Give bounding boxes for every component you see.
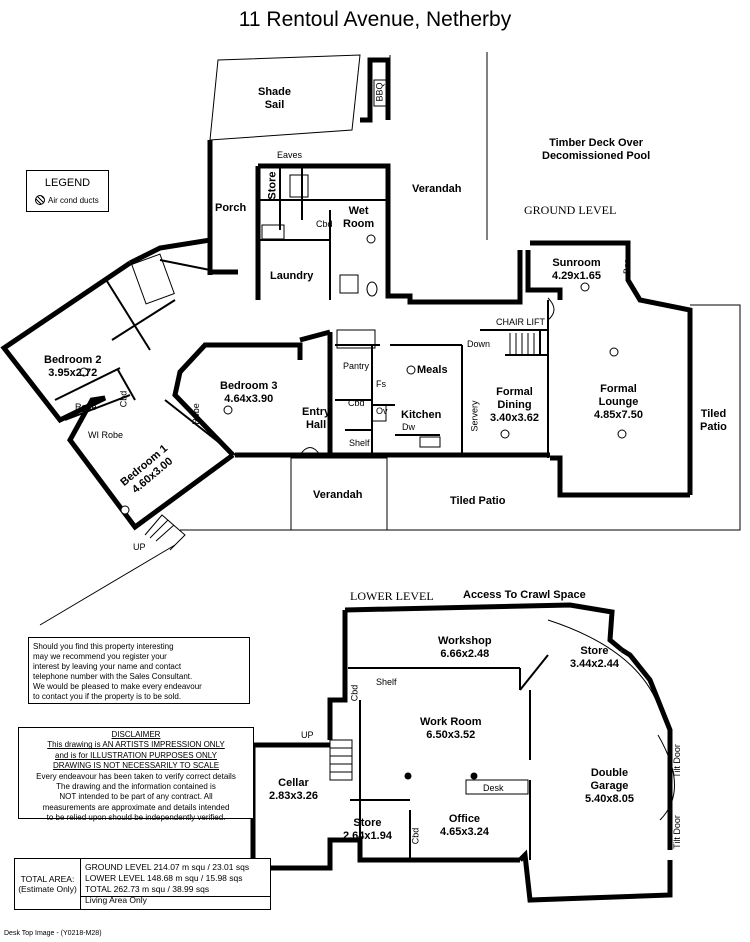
fs-label: Fs [376, 379, 386, 389]
page-title: 11 Rentoul Avenue, Netherby [238, 8, 512, 31]
footer-ref: Desk Top Image - (Y0218-M28) [4, 930, 102, 937]
ground-level-label: GROUND LEVEL [524, 203, 617, 217]
area-note: Living Area Only [85, 895, 147, 905]
cbd-office-label: Cbd [410, 827, 421, 845]
air-duct-markers [79, 234, 627, 515]
verandah-top-label: Verandah [412, 183, 462, 195]
desk-label: Desk [483, 783, 504, 793]
tilt-door-2-label: Tilt Door [671, 815, 682, 849]
area-lower: LOWER LEVEL 148.68 m squ / 15.98 sqs [85, 873, 243, 883]
porch-label: Porch [215, 202, 247, 214]
area-label: TOTAL AREA: (Estimate Only) [15, 859, 81, 909]
chair-lift-label: CHAIR LIFT [496, 317, 546, 327]
info-box: Should you find this property interestin… [28, 637, 250, 704]
cbd-lower-label: Cbd [349, 684, 360, 702]
bbq-label: BBQ [374, 82, 385, 102]
cbd-label-2: Cbd [118, 390, 129, 408]
area-ground: GROUND LEVEL 214.07 m squ / 23.01 sqs [85, 862, 250, 872]
down-label: Down [467, 339, 491, 349]
cbd-label-1: Cbd [316, 219, 333, 229]
cbd-label-3: Cbd [348, 398, 365, 408]
area-total: TOTAL 262.73 m squ / 38.99 sqs [85, 884, 210, 894]
ov-label: Ov [376, 406, 388, 416]
area-divider [80, 896, 270, 897]
disclaimer-heading: DISCLAIMER [111, 730, 161, 739]
disclaimer-box: DISCLAIMER This drawing is AN ARTISTS IM… [18, 727, 254, 822]
legend-heading: LEGEND [44, 177, 91, 189]
robe-label-1: Robe [75, 402, 97, 412]
laundry-label: Laundry [270, 270, 314, 282]
servery-label: Servery [469, 400, 480, 432]
lower-level-label: LOWER LEVEL [350, 589, 434, 603]
shade-sail [209, 54, 361, 141]
tiled-patio-front-label: Tiled Patio [450, 495, 506, 507]
bar-label: Bar [622, 259, 633, 275]
shelf-lower-label: Shelf [376, 677, 397, 687]
area-table: TOTAL AREA: (Estimate Only) GROUND LEVEL… [14, 858, 271, 910]
legend-item: Air cond ducts [48, 195, 99, 205]
air-duct-icon [35, 195, 45, 205]
up-lower-label: UP [301, 730, 314, 740]
wi-robe-label: WI Robe [88, 430, 124, 440]
kitchen-label: Kitchen [401, 409, 442, 421]
pantry-label: Pantry [343, 361, 370, 371]
crawl-space-label: Access To Crawl Space [463, 589, 586, 601]
tilt-door-1-label: Tilt Door [671, 744, 682, 778]
store-label: Store [266, 171, 279, 200]
eaves-label: Eaves [277, 150, 303, 160]
up-label: UP [133, 542, 146, 552]
robe-label-2: Robe [190, 403, 201, 425]
dw-label: Dw [402, 422, 415, 432]
meals-label: Meals [417, 364, 448, 376]
lower-wall [327, 610, 348, 740]
legend-box: LEGEND Air cond ducts [26, 170, 109, 212]
shelf-label: Shelf [349, 438, 370, 448]
verandah-front-label: Verandah [313, 489, 363, 501]
